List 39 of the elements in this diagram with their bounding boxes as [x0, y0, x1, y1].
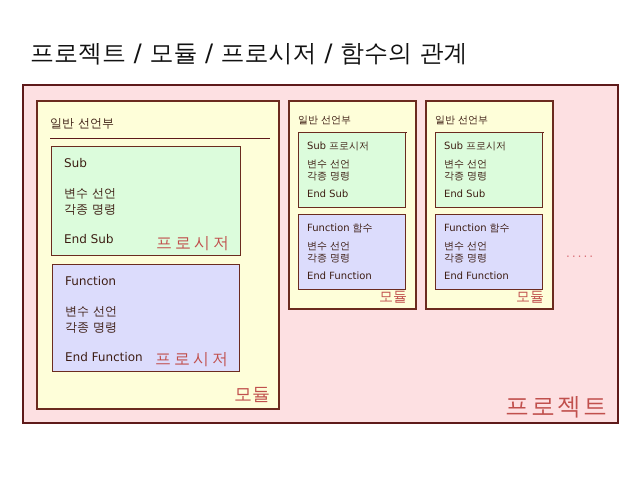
code-text: End Function — [444, 271, 510, 283]
tag-label: 프로시저 — [156, 235, 232, 251]
code-text: End Function — [65, 349, 143, 365]
code-text: 변수 선언 각종 명령 — [65, 303, 118, 335]
section-heading: 일반 선언부 — [298, 115, 352, 126]
code-text: End Function — [307, 271, 373, 283]
code-text: End Sub — [307, 189, 350, 201]
tag-label: 모듈 — [516, 290, 544, 304]
title: 프로젝트 / 모듈 / 프로시저 / 함수의 관계 — [30, 38, 468, 68]
tag-label: 프로시저 — [155, 351, 231, 367]
code-text: 변수 선언 각종 명령 — [444, 159, 488, 183]
module-box — [36, 100, 280, 410]
ellipsis-mark: ..... — [566, 245, 596, 262]
code-text: 변수 선언 각종 명령 — [307, 159, 352, 183]
code-text: Function 함수 — [307, 223, 373, 235]
code-text: Sub 프로시저 — [444, 141, 506, 153]
tag-label: 모듈 — [379, 290, 407, 304]
code-text: Sub 프로시저 — [307, 141, 370, 153]
module-box — [288, 100, 417, 310]
code-text: 변수 선언 각종 명령 — [64, 185, 117, 217]
code-text: 변수 선언 각종 명령 — [307, 241, 352, 265]
code-text: Sub — [64, 155, 88, 171]
code-text: End Sub — [444, 189, 486, 201]
section-heading: 일반 선언부 — [435, 115, 488, 126]
procedure-box — [435, 132, 543, 208]
section-heading: 일반 선언부 — [50, 116, 114, 130]
project-box — [22, 84, 619, 424]
procedure-box — [52, 264, 240, 372]
code-text: Function 함수 — [444, 223, 510, 235]
code-text: Function — [65, 273, 118, 289]
procedure-box — [298, 214, 406, 290]
code-text: End Sub — [64, 231, 114, 247]
procedure-box — [298, 132, 406, 208]
tag-label: 프로젝트 — [505, 394, 609, 418]
module-box — [425, 100, 554, 310]
code-text: 변수 선언 각종 명령 — [444, 241, 488, 265]
tag-label: 모듈 — [234, 386, 270, 404]
procedure-box — [435, 214, 543, 290]
procedure-box — [51, 146, 241, 256]
